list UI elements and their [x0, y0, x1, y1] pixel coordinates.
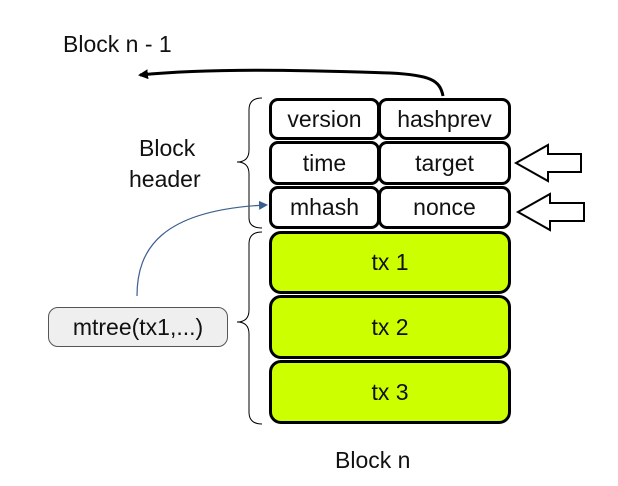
mhash-field: mhash	[269, 186, 380, 229]
nonce-pointer-arrow	[515, 192, 585, 232]
hashprev-field: hashprev	[378, 98, 511, 140]
tx-brace	[236, 231, 263, 425]
block-n-label: Block n	[335, 447, 411, 473]
prev-block-label: Block n - 1	[63, 31, 172, 57]
prev-block-arrow	[138, 68, 445, 97]
version-field: version	[269, 98, 380, 140]
time-field: time	[269, 141, 380, 185]
tx-3-block: tx 3	[269, 360, 511, 424]
block-header-label-line1: Block	[139, 135, 196, 161]
header-brace	[236, 97, 263, 229]
target-field: target	[378, 141, 511, 185]
block-header-label-line2: header	[129, 166, 201, 192]
tx-1-block: tx 1	[269, 231, 511, 294]
target-pointer-arrow	[513, 143, 582, 183]
tx-2-block: tx 2	[269, 295, 511, 359]
mtree-box: mtree(tx1,...)	[48, 307, 228, 347]
mtree-link-arrow	[136, 200, 268, 297]
nonce-field: nonce	[378, 186, 511, 229]
